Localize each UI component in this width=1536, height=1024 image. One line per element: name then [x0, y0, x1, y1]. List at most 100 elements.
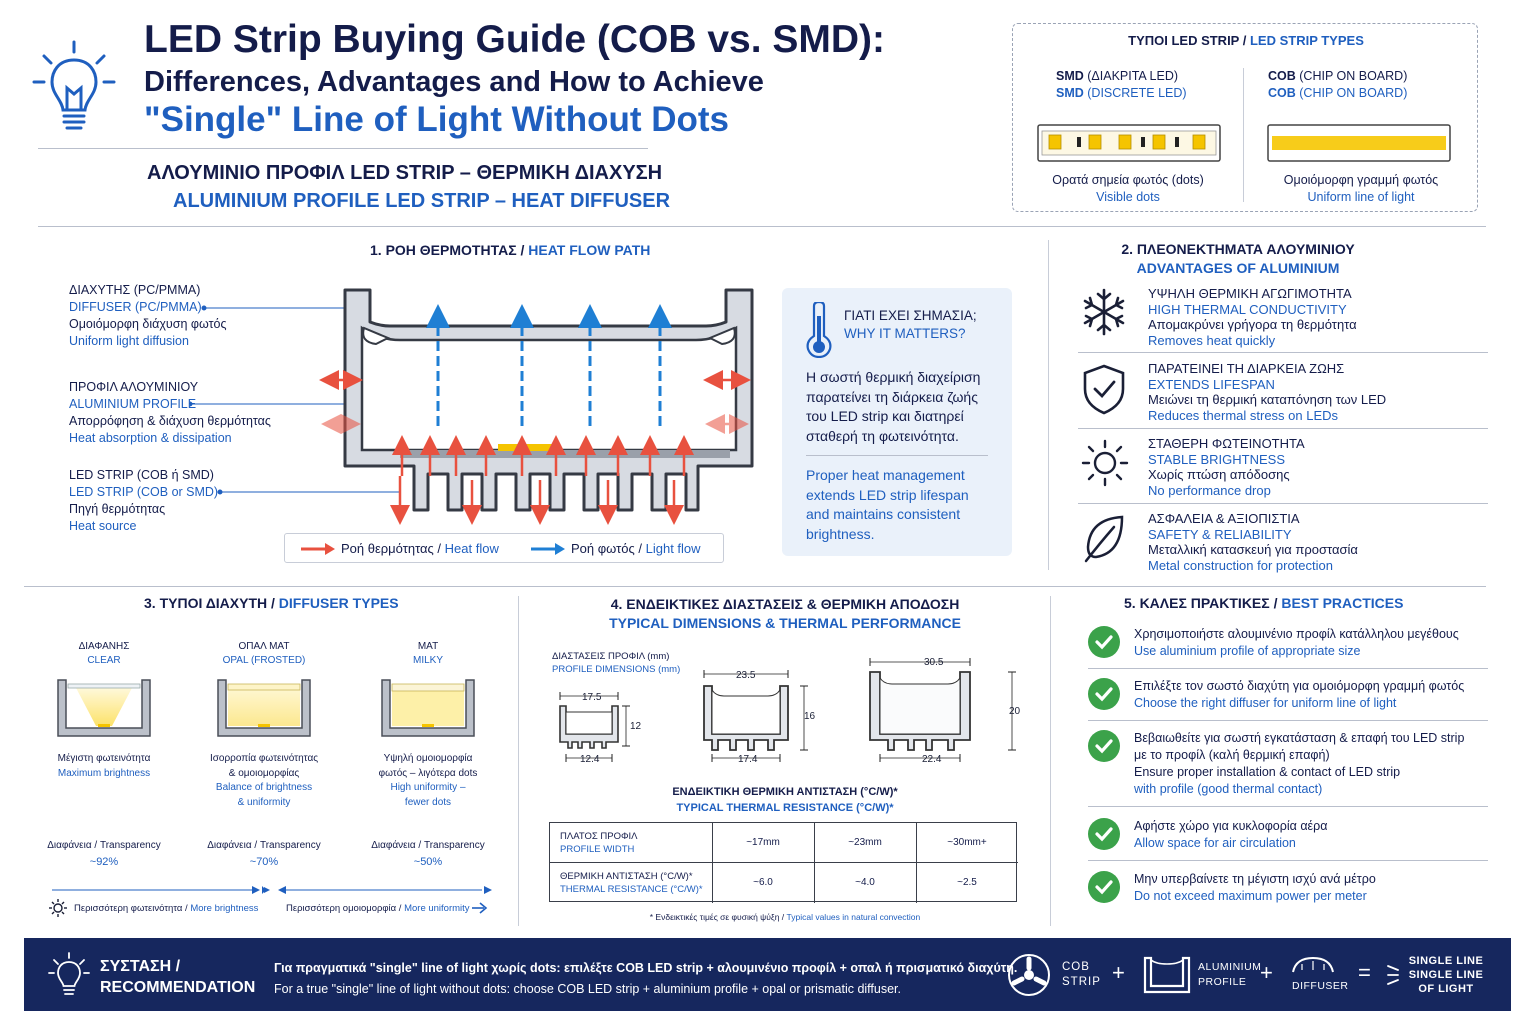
legend-heat-gr: Ροή θερμότητας /: [341, 541, 445, 556]
table-cell: ~6.0: [753, 877, 773, 888]
smd-label-en-desc: (DISCRETE LED): [1083, 86, 1187, 100]
diffuser-label: ΔΙΑΧΥΤΗΣ (PC/PMMA) DIFFUSER (PC/PMMA) Ομ…: [69, 283, 227, 348]
diffuser-clear: ΔΙΑΦΑΝΗΣ CLEAR: [78, 641, 130, 666]
table-cell: ~2.5: [957, 877, 977, 888]
led-strip-label: LED STRIP (COB ή SMD) LED STRIP (COB or …: [69, 468, 219, 533]
dim-large-bottom: 22.4: [922, 754, 942, 765]
types-title-en: LED STRIP TYPES: [1249, 33, 1364, 48]
table-cell: ~17mm: [746, 837, 780, 848]
arrow-right-icon: [472, 902, 488, 914]
thermal-resistance-table: ΠΛΑΤΟΣ ΠΡΟΦΙΛ PROFILE WIDTH ΘΕΡΜΙΚΗ ΑΝΤΙ…: [549, 822, 1018, 903]
plus-sign: +: [1112, 960, 1125, 985]
cob-label-en-desc: (CHIP ON BOARD): [1295, 86, 1408, 100]
check-icon: [1088, 818, 1120, 850]
recommendation-text: Για πραγματικά "single" line of light χω…: [274, 961, 1018, 996]
profile-dimensions-diagram: 17.5 12 12.4 23.5 16 17.4 30.5 20 22.4: [559, 657, 1021, 765]
equals-sign: =: [1358, 960, 1371, 985]
smd-caption-en: Visible dots: [1096, 190, 1160, 204]
diffuser-milky-transparency: Διαφάνεια / Transparency ~50%: [371, 840, 485, 868]
cob-label-en: COB: [1268, 86, 1296, 100]
leaf-icon: [1084, 515, 1124, 563]
table-cell: ~23mm: [848, 837, 882, 848]
light-rays-icon: [1387, 965, 1399, 985]
advantage-item: ΣΤΑΘΕΡΗ ΦΩΤΕΙΝΟΤΗΤΑ STABLE BRIGHTNESS Χω…: [1080, 434, 1480, 506]
heat-flow-legend: Ροή θερμότητας / Heat flow Ροή φωτός / L…: [284, 533, 724, 563]
dim-medium-top: 23.5: [736, 670, 756, 681]
diffuser-label-banner: DIFFUSER: [1292, 980, 1349, 992]
thermometer-icon: [806, 302, 832, 358]
advantage-item: ΑΣΦΑΛΕΙΑ & ΑΞΙΟΠΙΣΤΙΑ SAFETY & RELIABILI…: [1080, 509, 1480, 581]
page-title: LED Strip Buying Guide (COB vs. SMD):: [144, 18, 886, 61]
recommendation-banner: ΣΥΣΤΑΣΗ / RECOMMENDATION Για πραγματικά …: [24, 938, 1511, 1011]
profile-label: ΠΡΟΦΙΛ ΑΛΟΥΜΙΝΙΟΥ ALUMINIUM PROFILE Απορ…: [69, 380, 271, 445]
diffuser-milky-illustration: [381, 679, 475, 737]
dim-medium-bottom: 17.4: [738, 754, 758, 765]
why-it-matters-box: ΓΙΑΤΙ ΕΧΕΙ ΣΗΜΑΣΙΑ; WHY IT MATTERS? Η σω…: [782, 288, 1012, 556]
lightbulb-icon: [48, 952, 90, 995]
cob-strip-illustration: [1267, 124, 1451, 162]
dim-large-top: 30.5: [924, 657, 944, 668]
shield-check-icon: [1083, 364, 1125, 415]
dim-small-top: 17.5: [582, 692, 602, 703]
cob-label-desc: (CHIP ON BOARD): [1295, 69, 1408, 83]
advantage-item: ΥΨΗΛΗ ΘΕΡΜΙΚΗ ΑΓΩΓΙΜΟΤΗΤΑ HIGH THERMAL C…: [1080, 284, 1480, 356]
dim-large-height: 20: [1009, 706, 1021, 717]
recommendation-label: ΣΥΣΤΑΣΗ / RECOMMENDATION: [100, 958, 256, 996]
diffuser-clear-transparency: Διαφάνεια / Transparency ~92%: [47, 840, 161, 868]
advantage-item: ΠΑΡΑΤΕΙΝΕΙ ΤΗ ΔΙΑΡΚΕΙΑ ΖΩΗΣ EXTENDS LIFE…: [1080, 359, 1480, 431]
lightbulb-icon: [32, 40, 116, 130]
diffuser-milky: ΜΑΤ MILKY: [412, 641, 443, 666]
thermal-resistance-title: ΕΝΔΕΙΚΤΙΚΗ ΘΕΡΜΙΚΗ ΑΝΤΙΣΤΑΣΗ (°C/W)* TYP…: [672, 786, 898, 814]
heat-flow-diagram: [190, 288, 754, 525]
diffuser-clear-desc: Μέγιστη φωτεινότητα Maximum brightness: [57, 753, 151, 779]
diffuser-clear-illustration: [57, 679, 151, 737]
check-icon: [1088, 871, 1120, 903]
table-cell: ~4.0: [855, 877, 875, 888]
types-title-gr: ΤΥΠΟΙ LED STRIP /: [1128, 33, 1250, 48]
dimensions-label: ΔΙΑΣΤΑΣΕΙΣ ΠΡΟΦΙΛ (mm) PROFILE DIMENSION…: [552, 651, 681, 675]
table-footnote: * Ενδεικτικές τιμές σε φυσική ψύξη / Typ…: [649, 912, 921, 922]
cob-caption-gr: Ομοιόμορφη γραμμή φωτός: [1283, 173, 1439, 187]
check-icon: [1088, 626, 1120, 658]
scale-left-label: Περισσότερη φωτεινότητα / More brightnes…: [74, 903, 259, 914]
header-logo: [30, 38, 118, 138]
plus-sign: +: [1260, 960, 1273, 985]
legend-light-en: Light flow: [645, 541, 701, 556]
diffuser-opal-transparency: Διαφάνεια / Transparency ~70%: [207, 840, 321, 868]
smd-strip-illustration: [1037, 124, 1221, 162]
advantages-title: 2. ΠΛΕΟΝΕΚΤΗΜΑΤΑ ΑΛΟΥΜΙΝΙΟΥ ADVANTAGES O…: [1121, 241, 1355, 276]
sun-icon: [1081, 439, 1129, 487]
heat-flow-title: 1. ΡΟΗ ΘΕΡΜΟΤΗΤΑΣ / HEAT FLOW PATH: [370, 242, 651, 258]
cob-strip-icon: [1008, 954, 1050, 996]
diffuser-opal-desc: Ισορροπία φωτεινότητας & ομοιομορφίας Ba…: [209, 753, 319, 808]
smd-label: SMD: [1056, 69, 1084, 83]
snowflake-icon: [1083, 288, 1125, 336]
sun-icon: [49, 899, 67, 917]
dim-small-bottom: 12.4: [580, 754, 600, 765]
table-row-header: ΠΛΑΤΟΣ ΠΡΟΦΙΛ PROFILE WIDTH: [560, 831, 638, 855]
diffuser-icon: [1292, 956, 1334, 973]
subtitle-gr: ΑΛΟΥΜΙΝΙΟ ΠΡΟΦΙΛ LED STRIP – ΘΕΡΜΙΚΗ ΔΙΑ…: [147, 162, 663, 184]
diffuser-opal-illustration: [217, 679, 311, 737]
legend-heat-en: Heat flow: [444, 541, 499, 556]
why-title-gr: ΓΙΑΤΙ ΕΧΕΙ ΣΗΜΑΣΙΑ;: [844, 308, 977, 323]
smd-label-en: SMD: [1056, 86, 1084, 100]
led-strip-types-box: ΤΥΠΟΙ LED STRIP / LED STRIP TYPES SMD (Δ…: [1012, 23, 1478, 212]
diffuser-types-title: 3. ΤΥΠΟΙ ΔΙΑΧΥΤΗ / DIFFUSER TYPES: [144, 595, 399, 611]
page-title-line3: "Single" Line of Light Without Dots: [144, 100, 730, 139]
smd-label-desc: (ΔΙΑΚΡΙΤΑ LED): [1083, 69, 1179, 83]
scale-right-label: Περισσότερη ομοιομορφία / More uniformit…: [286, 903, 470, 914]
smd-caption-gr: Ορατά σημεία φωτός (dots): [1052, 173, 1204, 187]
cob-label: COB: [1268, 69, 1296, 83]
check-icon: [1088, 730, 1120, 762]
dimensions-title: 4. ΕΝΔΕΙΚΤΙΚΕΣ ΔΙΑΣΤΑΣΕΙΣ & ΘΕΡΜΙΚΗ ΑΠΟΔ…: [609, 596, 961, 631]
aluminium-profile-icon: [1143, 956, 1191, 994]
best-practices-title: 5. ΚΑΛΕΣ ΠΡΑΚΤΙΚΕΣ / BEST PRACTICES: [1124, 595, 1404, 611]
dim-medium-height: 16: [804, 711, 816, 722]
cob-caption-en: Uniform line of light: [1307, 190, 1415, 204]
